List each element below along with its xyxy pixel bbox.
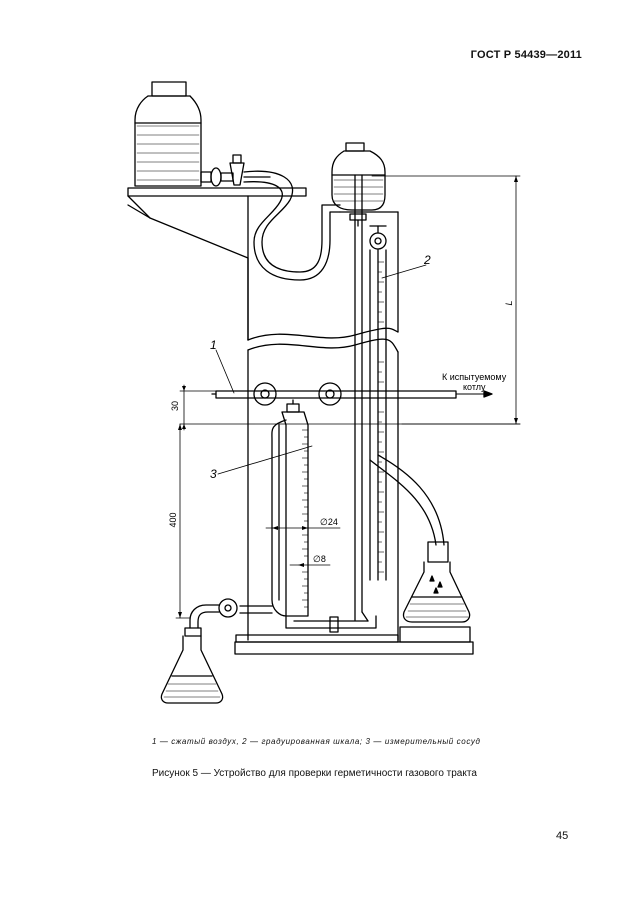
bottom-connector (285, 611, 377, 633)
lower-right-flask (402, 541, 471, 623)
figure-title: Рисунок 5 — Устройство для проверки герм… (152, 768, 477, 779)
right-drain-tube (369, 454, 445, 546)
lower-left-flask (160, 635, 224, 704)
callout-2: 2 (423, 253, 431, 267)
figure-legend: 1 — сжатый воздух, 2 — градуированная шк… (152, 737, 481, 746)
dimension-lines (175, 175, 521, 619)
dimension-30: 30 (170, 401, 180, 411)
page-number: 45 (556, 830, 569, 842)
graduated-scale (369, 249, 387, 581)
standard-header: ГОСТ Р 54439—2011 (470, 49, 582, 61)
callout-1: 1 (210, 338, 217, 352)
diameter-8: ∅8 (313, 554, 326, 564)
upper-flask (331, 142, 386, 211)
flexible-hose (243, 170, 341, 281)
outlet-label-line1: К испытуемому (442, 372, 507, 382)
dimension-L: L (504, 300, 514, 305)
stand-frame (127, 187, 474, 655)
callout-3: 3 (210, 467, 217, 481)
graduation-ticks (302, 261, 384, 608)
dimension-arrows (178, 176, 518, 618)
dimension-400: 400 (168, 512, 178, 527)
callout-leaders (215, 264, 427, 475)
diameter-24: ∅24 (320, 517, 338, 527)
left-drain (184, 598, 273, 637)
upper-reservoir-bottle (134, 81, 271, 187)
measuring-vessel (271, 399, 309, 617)
air-line (211, 382, 493, 406)
outlet-label-line2: котлу (463, 382, 486, 392)
